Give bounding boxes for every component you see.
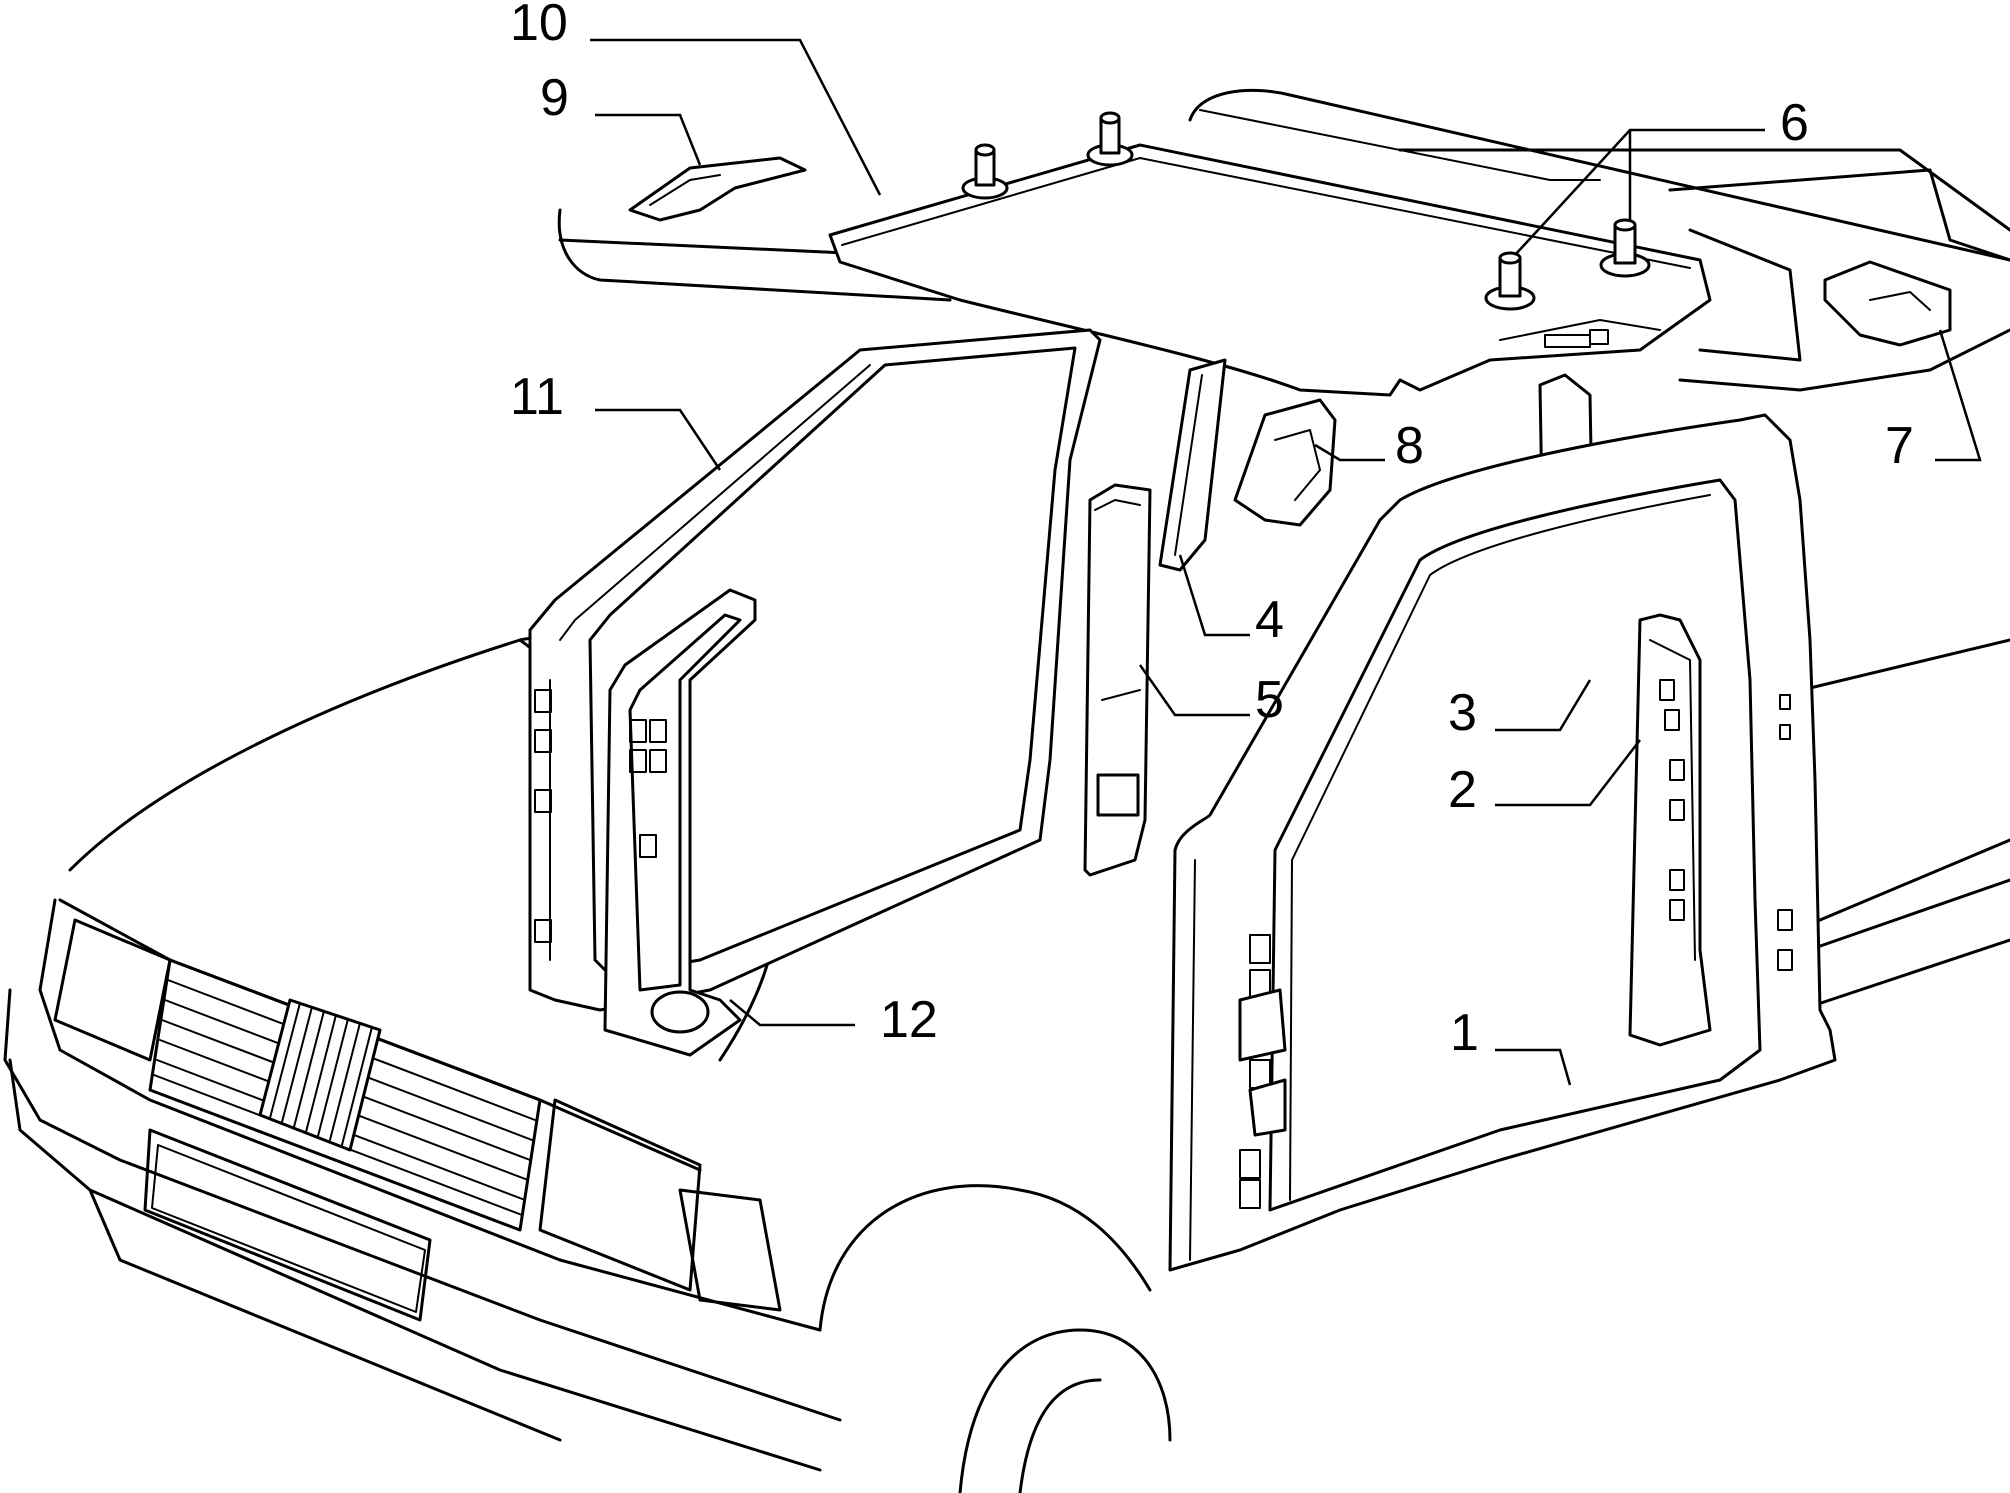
leader-8: [1314, 443, 1385, 462]
reinforcement-12-holes: [629, 719, 667, 858]
aperture-1-tab: [1238, 988, 1287, 1062]
bracket-9: [628, 156, 807, 222]
callout-4: 4: [1255, 591, 1284, 649]
roof-clip: [1589, 329, 1609, 345]
part-9-bracket: [628, 156, 807, 222]
fascia-top: [38, 898, 822, 1332]
license-plate: [143, 1128, 432, 1322]
callout-12: 12: [880, 991, 938, 1049]
part-10-roof-panel: [828, 143, 1712, 397]
wheel-arch: [818, 1184, 1152, 1332]
reinforcement-2-holes: [1659, 679, 1685, 921]
wheel-inner: [1018, 1378, 1102, 1493]
callout-9: 9: [540, 69, 569, 127]
callout-11: 11: [510, 368, 564, 426]
leader-10: [590, 38, 882, 196]
part-8-block: [1233, 398, 1337, 527]
callout-3: 3: [1448, 684, 1477, 742]
callout-6: 6: [1780, 94, 1809, 152]
part-4-pillar-strip: [1158, 358, 1227, 572]
bumper-top: [3, 988, 842, 1422]
aperture-1-edge: [1189, 859, 1196, 1261]
stud-3: [1484, 251, 1536, 311]
aperture-1-tab2: [1248, 1078, 1287, 1137]
stud-1: [961, 143, 1009, 200]
callout-10: 10: [510, 0, 568, 52]
reinforcement-12-inner: [628, 613, 742, 992]
rear-window-top: [1668, 168, 1932, 192]
leader-3: [1495, 679, 1592, 732]
bracket-7: [1823, 260, 1952, 347]
callout-7: 7: [1885, 417, 1914, 475]
part-5-b-pillar: [1083, 483, 1152, 877]
block-8: [1233, 398, 1337, 527]
part-12-a-pillar-reinforcement: [603, 588, 757, 1057]
c-pillar: [1688, 228, 1802, 362]
b-pillar-5-latch: [1096, 773, 1140, 817]
grille: [148, 958, 542, 1232]
bracket-9-detail: [649, 174, 721, 206]
leader-1: [1495, 1048, 1572, 1086]
callout-1: 1: [1450, 1004, 1479, 1062]
side-line-2: [1798, 938, 2010, 1012]
part-1-side-aperture: [1168, 413, 1837, 1272]
pillar-strip-4-edge: [1174, 374, 1203, 556]
reinforcement-2: [1628, 613, 1712, 1047]
door-frame-11-holes: [534, 689, 552, 943]
leader-2: [1495, 739, 1641, 807]
leader-lines: [590, 38, 1982, 1086]
leader-11: [595, 408, 722, 471]
leader-7: [1935, 329, 1982, 462]
trunk-corner: [1928, 168, 2010, 262]
license-plate-inner: [151, 1144, 426, 1313]
b-pillar-5-edge: [1094, 499, 1141, 511]
indicator-right: [678, 1188, 782, 1312]
side-line-3: [1818, 838, 2010, 922]
block-8-detail: [1274, 429, 1321, 501]
badge-stripes: [269, 1002, 373, 1146]
car-body-outline: [3, 88, 2010, 1493]
rear-roof-top: [1188, 88, 2010, 262]
reinforcement-2-edge: [1649, 639, 1696, 961]
leader-9: [595, 113, 702, 166]
door-frame-11-edge: [559, 364, 871, 641]
part-2-b-pillar-reinforcement: [1628, 613, 1712, 1047]
part-6-roof-studs: [961, 111, 1651, 311]
stud-4: [1599, 218, 1651, 278]
spoiler: [88, 1188, 562, 1442]
headlight-left: [53, 918, 172, 1062]
rear-roof-line: [1398, 148, 2010, 232]
wheel-outer: [958, 1328, 1172, 1493]
part-7-bracket: [1823, 260, 1952, 347]
callout-8: 8: [1395, 417, 1424, 475]
callout-5: 5: [1255, 671, 1284, 729]
leader-12: [729, 999, 855, 1027]
callout-2: 2: [1448, 761, 1477, 819]
roof-panel-rear-flange: [1499, 319, 1661, 341]
leader-5: [1138, 664, 1250, 717]
pillar-strip-4: [1158, 358, 1227, 572]
roof-rail-outer: [557, 208, 952, 302]
trunk-edge: [1678, 328, 2010, 392]
leader-4: [1178, 554, 1250, 637]
bracket-7-detail: [1869, 291, 1931, 311]
roof-panel: [828, 143, 1712, 397]
reinforcement-12-hole: [650, 990, 710, 1034]
stud-2: [1086, 111, 1134, 167]
roof-panel-inner-edge: [841, 157, 1691, 269]
b-pillar-5-detail: [1101, 689, 1141, 701]
callout-labels: 10 9 6 7 8 11 4 5 3 2 1 12: [510, 0, 1914, 1062]
headlight-right: [538, 1098, 702, 1292]
aperture-1-inner-edge: [1289, 494, 1711, 1201]
